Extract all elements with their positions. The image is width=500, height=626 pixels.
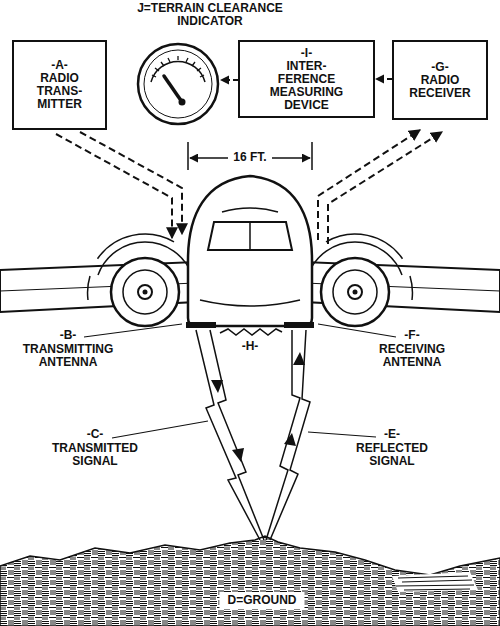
right-engine — [321, 258, 389, 326]
arrow-head — [375, 75, 384, 84]
signal-path — [318, 130, 420, 240]
reflected-signal — [284, 433, 296, 446]
part-label: TRANSMITTED SIGNAL — [50, 442, 140, 468]
transmitting-antenna — [186, 322, 216, 328]
connector-line — [228, 79, 238, 81]
signal-path — [328, 132, 442, 244]
left-engine — [123, 270, 167, 314]
dimension-label: 16 FT. — [231, 151, 268, 164]
transmitted-signal — [196, 330, 264, 540]
left-engine — [111, 258, 179, 326]
callout-letter: -F- — [402, 329, 421, 342]
arrow-head — [220, 76, 229, 85]
fuselage — [188, 176, 312, 326]
right-engine — [333, 270, 377, 314]
dimension-ticks — [188, 142, 312, 170]
left-engine — [143, 290, 148, 295]
ground — [0, 536, 500, 626]
box-label: INTER- FERENCE MEASURING DEVICE — [270, 60, 343, 112]
callout-letter: -G- — [431, 61, 448, 74]
callout-letter: -A- — [51, 59, 68, 72]
water — [392, 572, 478, 592]
transmitted-signal — [232, 448, 244, 462]
gauge-dial — [152, 56, 204, 77]
signal-connector — [375, 75, 392, 84]
gauge-heading: J=TERRAIN CLEARANCE INDICATOR — [125, 2, 295, 28]
indicator-gauge: J=TERRAIN CLEARANCE INDICATOR — [136, 42, 220, 126]
fuselage — [188, 176, 312, 326]
signal-path — [80, 132, 182, 234]
receiver-box: -G-RADIO RECEIVER — [392, 40, 488, 120]
transmitted-signal — [196, 330, 260, 540]
indicator-label: J=TERRAIN CLEARANCE INDICATOR — [125, 2, 295, 28]
gauge-dial — [144, 50, 212, 118]
leader-line — [84, 324, 396, 438]
ground-label: D=GROUND — [219, 592, 304, 609]
fuselage — [200, 208, 300, 306]
gauge-dial — [151, 61, 205, 82]
dimension-line — [190, 157, 228, 159]
callout-letter: -H- — [240, 340, 261, 353]
part-label: REFLECTED SIGNAL — [354, 442, 430, 468]
gauge-dial — [138, 44, 218, 124]
dimension-line — [272, 157, 310, 159]
callout-letter: -I- — [301, 47, 312, 60]
gauge-dial — [136, 42, 220, 126]
reflected-signal — [270, 330, 310, 540]
callout-letter: -E- — [382, 428, 402, 441]
right-engine — [353, 290, 358, 295]
gauge-dial — [164, 76, 182, 102]
interference-wave — [220, 329, 282, 335]
reflected-signal — [266, 330, 310, 540]
left-engine — [111, 258, 179, 326]
callout-letter: -C- — [85, 428, 106, 441]
signal-connector — [220, 76, 238, 85]
box-label: RADIO RECEIVER — [409, 74, 470, 100]
box-label: RADIO TRANS- MITTER — [37, 72, 82, 111]
connector-line — [383, 78, 392, 80]
part-label: RECEIVING ANTENNA — [377, 343, 447, 369]
callout-letter: -B- — [58, 329, 79, 342]
left-engine — [138, 285, 152, 299]
measuring-box: -I-INTER- FERENCE MEASURING DEVICE — [238, 40, 375, 118]
reflected-signal — [293, 352, 305, 365]
receiving-antenna — [284, 322, 314, 328]
water-lines — [396, 576, 474, 590]
transmitted-signal — [210, 330, 264, 540]
right-engine — [348, 285, 362, 299]
transmitter-box: -A-RADIO TRANS- MITTER — [12, 40, 107, 130]
part-label: TRANSMITTING ANTENNA — [21, 343, 116, 369]
right-engine — [321, 258, 389, 326]
gauge-dial — [179, 99, 186, 106]
transmitted-signal — [211, 380, 223, 393]
